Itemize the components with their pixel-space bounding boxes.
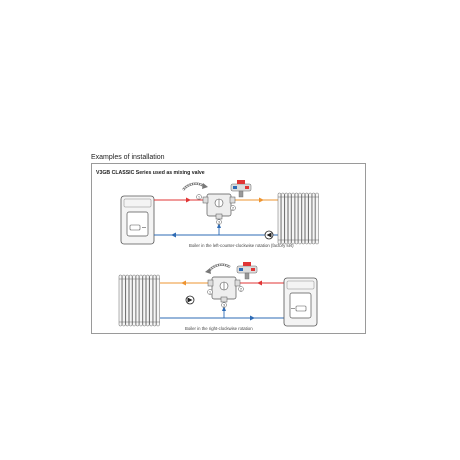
installation-panel: V3GB CLASSIC Series used as mixing valve [91, 163, 366, 334]
port-label-3: 3 [218, 220, 220, 224]
rotation-arrow-icon [205, 263, 231, 274]
mixing-valve-icon [207, 276, 241, 303]
port-label-2: 2 [232, 206, 234, 210]
pump-icon [264, 230, 274, 240]
pump-icon [185, 295, 195, 305]
port-label-3: 3 [223, 303, 225, 307]
panel-title: V3GB CLASSIC Series used as mixing valve [96, 170, 205, 176]
caption-bottom: Boiler in the right-clockwise rotation [185, 326, 253, 331]
boiler-icon [120, 195, 155, 245]
boiler-icon [283, 277, 318, 327]
caption-top: Boiler in the left-counter-clockwise rot… [189, 243, 294, 248]
actuator-icon [236, 262, 258, 280]
radiator-icon [118, 274, 160, 327]
actuator-icon [230, 180, 252, 198]
diagram-bottom: 1 2 3 [118, 262, 318, 327]
pipes-bottom [160, 280, 284, 321]
port-label-1: 1 [198, 195, 200, 199]
port-label-1: 1 [209, 290, 211, 294]
section-title: Examples of installation [91, 154, 165, 161]
radiator-icon [277, 192, 319, 245]
diagram-top: 1 2 3 [120, 180, 319, 245]
mixing-valve-icon [202, 193, 236, 220]
port-label-2: 2 [240, 287, 242, 291]
rotation-arrow-icon [182, 182, 208, 191]
